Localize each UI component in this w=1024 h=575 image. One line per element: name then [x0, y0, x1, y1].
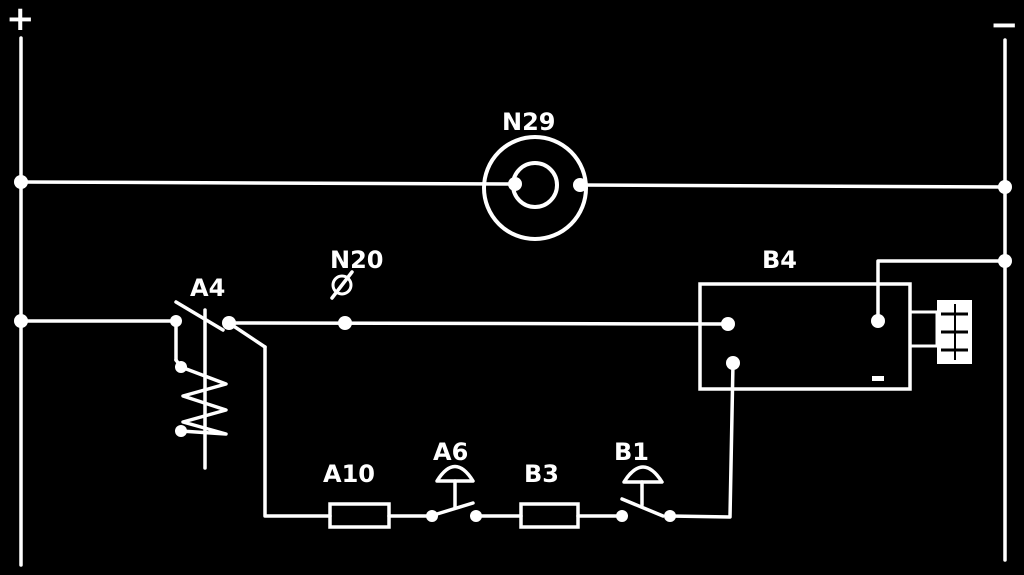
b3-fuse: B3	[519, 460, 580, 529]
b3-label: B3	[524, 460, 559, 488]
junction-node	[14, 175, 28, 189]
n20-label: N20	[330, 246, 383, 274]
a4-coil-terminal	[175, 425, 187, 437]
bottom-branch: A10 A6 B3 B1	[263, 345, 735, 529]
junction-node	[998, 180, 1012, 194]
n29-outer-ring	[482, 135, 588, 241]
positive-terminal-label: +	[6, 0, 35, 39]
n20-symbol	[331, 274, 353, 296]
b1-switch: B1	[614, 438, 676, 522]
n20-node	[338, 316, 352, 330]
a6-switch: A6	[426, 438, 482, 522]
a4-label: A4	[190, 274, 225, 302]
negative-terminal-label: −	[990, 5, 1019, 45]
n29-label: N29	[502, 108, 555, 136]
b1-label: B1	[614, 438, 649, 466]
b4-label: B4	[762, 246, 797, 274]
a10-fuse: A10	[323, 460, 391, 529]
n29-branch: N29	[14, 108, 1012, 241]
n29-terminal-left	[508, 177, 522, 191]
n29-terminal-right	[573, 178, 587, 192]
a6-label: A6	[433, 438, 468, 466]
n20-component: N20	[330, 246, 383, 330]
junction-node	[14, 314, 28, 328]
a4-coil-terminal	[175, 361, 187, 373]
a10-label: A10	[323, 460, 375, 488]
a4-terminal	[222, 316, 236, 330]
a4-relay: A4	[170, 274, 267, 470]
a4-terminal	[170, 315, 182, 327]
b4-module: B4	[698, 246, 1012, 391]
b4-connector	[908, 310, 939, 348]
junction-node	[998, 254, 1012, 268]
b4-terminal	[721, 317, 735, 331]
main-branch: A4 N20 B4	[14, 246, 1012, 470]
